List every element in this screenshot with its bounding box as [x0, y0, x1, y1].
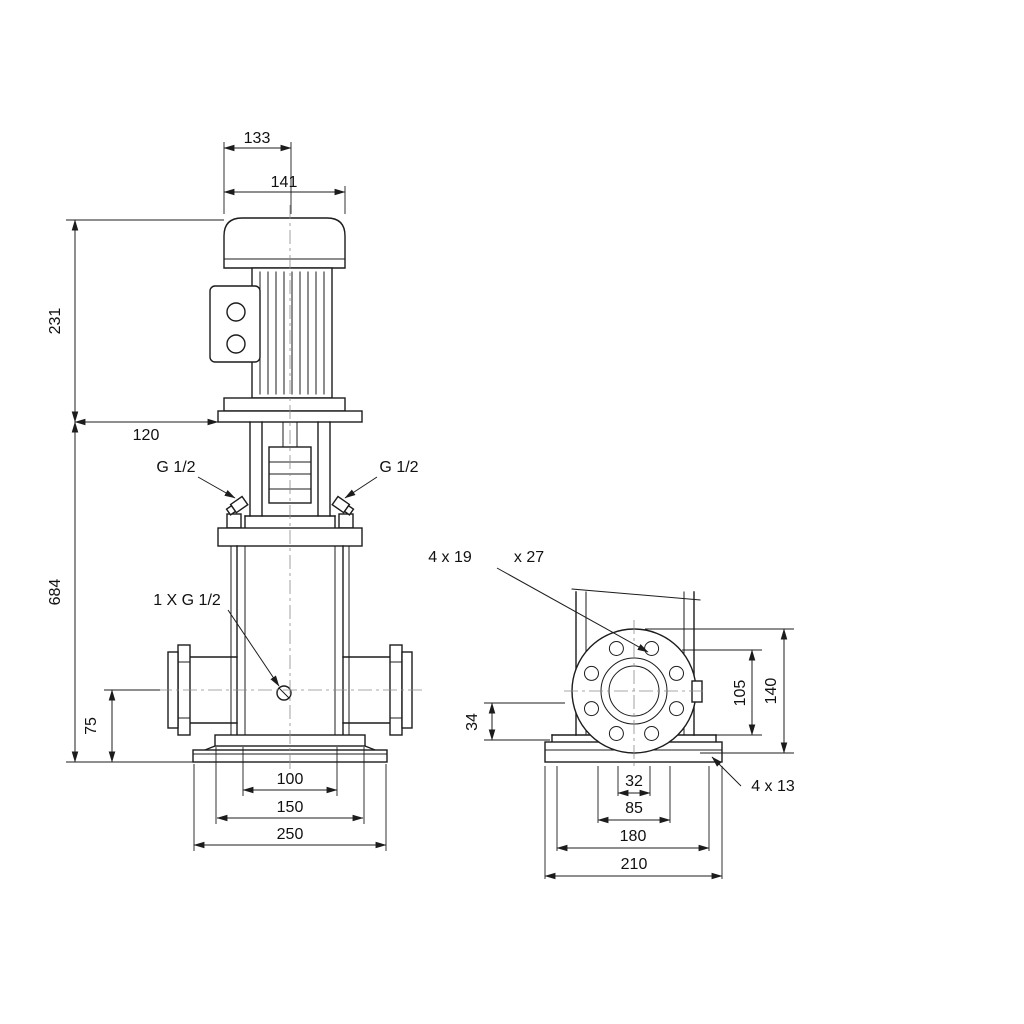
dim-port-bore: 32: [625, 773, 643, 790]
dim-port-mid-height: 105: [732, 680, 749, 707]
dim-base-height: 34: [464, 713, 481, 731]
vent-plug-left: [225, 495, 249, 516]
side-view-dimensions: 4 x 19 x 27 34 105 140 32 85 180 210 4 x…: [428, 549, 795, 880]
dim-pump-height: 684: [47, 579, 64, 606]
vent-plug-right: [331, 495, 355, 516]
label-base-holes: 4 x 13: [751, 778, 795, 795]
side-view-outline: [544, 588, 723, 768]
staybolt-nut: [338, 513, 354, 529]
dim-base-inner-width: 100: [277, 771, 304, 788]
side-plug: [691, 680, 703, 703]
label-plug-right: G 1/2: [379, 459, 418, 476]
label-plug-left: G 1/2: [156, 459, 195, 476]
cable-entry-hole: [226, 334, 246, 354]
motor-cap: [223, 217, 346, 269]
flange-bolt-hole: [669, 701, 684, 717]
dim-motor-width-top: 133: [244, 130, 271, 147]
label-flange-holes: 4 x 19: [428, 549, 472, 566]
flange-bolt-hole: [669, 665, 684, 681]
dim-port-top-height: 140: [763, 678, 780, 705]
front-view-dimensions: 133 141 231 120 684 75 100 150 250 G 1/2…: [47, 130, 419, 851]
dim-base-outer-width: 250: [277, 826, 304, 843]
cable-entry-hole: [226, 302, 246, 322]
flange-bolt-hole: [608, 641, 624, 656]
dim-base-hole-spacing: 180: [620, 828, 647, 845]
flange-bolt-hole: [584, 701, 599, 717]
dim-motor-height: 231: [47, 308, 64, 335]
label-drain-plug: 1 X G 1/2: [153, 592, 221, 609]
staybolt-nut: [226, 513, 242, 529]
terminal-box: [209, 285, 261, 363]
dim-bolt-span: 85: [625, 800, 643, 817]
label-flange-counterbore: x 27: [514, 549, 544, 566]
front-view-outline: [158, 205, 422, 775]
dim-head-offset: 120: [133, 427, 160, 444]
flange-bolt-hole: [584, 665, 599, 681]
dim-port-height: 75: [83, 717, 100, 735]
dim-motor-width: 141: [271, 174, 298, 191]
dim-base-width: 210: [621, 856, 648, 873]
flange-bolt-hole: [644, 726, 660, 741]
dim-base-mid-width: 150: [277, 799, 304, 816]
motor-flange: [223, 397, 346, 412]
flange-bolt-hole: [608, 726, 624, 741]
